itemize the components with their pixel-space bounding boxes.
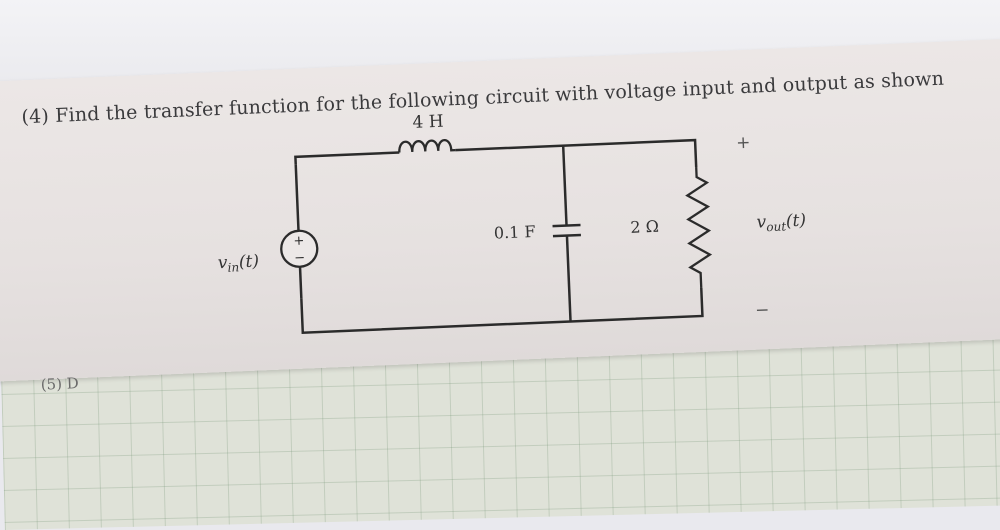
capacitor-wire-top <box>561 145 568 226</box>
wire-left-top <box>294 164 300 231</box>
next-question-fragment: (5) D <box>40 374 80 394</box>
wire-top-right <box>455 138 698 168</box>
wire-top-left <box>294 151 400 165</box>
output-plus-sign: + <box>736 133 751 154</box>
output-minus-sign: − <box>755 300 770 321</box>
voltage-source <box>280 229 319 268</box>
problem-sheet: (4) Find the transfer function for the f… <box>0 37 1000 394</box>
inductor-label: 4 H <box>412 112 444 133</box>
input-voltage-label: vin(t) <box>217 251 259 275</box>
source-plus-sign: + <box>293 234 305 249</box>
resistor-label: 2 Ω <box>630 217 659 237</box>
output-voltage-label: vout(t) <box>756 211 806 235</box>
capacitor-wire-bottom <box>565 235 572 322</box>
inductor <box>398 138 456 153</box>
circuit-diagram: + − 4 H 0.1 F 2 Ω vin(t) vout(t) + − <box>217 112 806 335</box>
capacitor <box>552 223 581 238</box>
source-minus-sign: − <box>294 251 306 266</box>
wire-bottom <box>300 287 704 335</box>
resistor <box>685 167 713 289</box>
wire-left-bottom <box>298 266 303 299</box>
capacitor-label: 0.1 F <box>494 222 536 243</box>
